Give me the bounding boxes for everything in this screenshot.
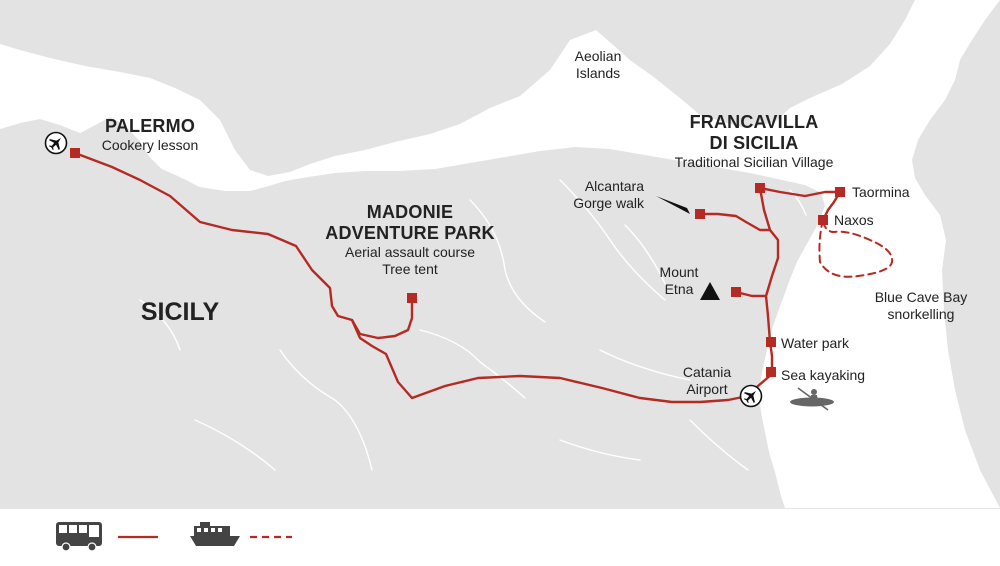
rivers: [139, 179, 807, 471]
label-alcantara: Alcantara Gorge walk: [573, 178, 644, 211]
stop-sea-kayaking: [766, 367, 776, 377]
label-blue-cave-bay: Blue Cave Bay snorkelling: [875, 289, 968, 322]
river: [469, 199, 546, 323]
stop-francavilla: [755, 183, 765, 193]
volcano-icon: [700, 282, 720, 300]
label-line: Airport: [686, 380, 728, 397]
route-francavilla-taormina: [758, 186, 842, 232]
kayak-icon: [790, 387, 834, 411]
label-water-park: Water park: [781, 335, 849, 351]
label-line: snorkelling: [887, 305, 955, 322]
alcantara-pointer: [656, 196, 690, 214]
route-palermo-catania: [73, 151, 750, 404]
stop-alcantara: [695, 209, 705, 219]
label-catania-airport: Catania Airport: [683, 364, 731, 397]
stop-etna: [731, 287, 741, 297]
label-line: Gorge walk: [573, 194, 644, 211]
label-line: Aeolian: [574, 48, 622, 64]
river: [789, 189, 807, 216]
label-line: Etna: [664, 280, 694, 297]
river: [559, 439, 641, 461]
river: [419, 329, 526, 399]
river: [279, 349, 373, 471]
stop-naxos: [818, 215, 828, 225]
palermo-title: PALERMO: [104, 116, 196, 136]
route-etna-spur: [734, 290, 768, 298]
route-stops: [70, 148, 845, 377]
francavilla-subtitle: Traditional Sicilian Village: [674, 154, 834, 171]
river: [689, 419, 749, 471]
label-mount-etna: Mount Etna: [660, 264, 699, 297]
river: [624, 224, 669, 291]
airplane-icon: [739, 384, 763, 408]
label-line: Blue Cave Bay: [874, 289, 968, 305]
airplane-icon: [44, 131, 68, 155]
label-sea-kayaking: Sea kayaking: [781, 367, 866, 383]
stop-madonie: [407, 293, 417, 303]
madonie-activity: Aerial assault course: [345, 244, 475, 261]
label-line: Catania: [682, 364, 732, 380]
aeolian-island: [0, 461, 50, 489]
madonie-title-line: MADONIE: [366, 202, 454, 222]
label-naxos: Naxos: [834, 212, 874, 228]
boat-icon: [190, 522, 240, 546]
label-taormina: Taormina: [852, 184, 910, 200]
river: [559, 179, 666, 301]
label-line: Alcantara: [584, 178, 644, 194]
river: [194, 419, 276, 471]
stop-water-park: [766, 337, 776, 347]
palermo-activity: Cookery lesson: [101, 137, 199, 154]
stop-taormina: [835, 187, 845, 197]
stop-palermo: [70, 148, 80, 158]
route-madonie-spur: [350, 296, 414, 340]
francavilla-title-line: FRANCAVILLA: [689, 112, 819, 132]
bus-icon: [56, 522, 102, 552]
mainland-italy: [0, 0, 915, 176]
label-sicily: SICILY: [140, 298, 220, 326]
madonie-title-line: ADVENTURE PARK: [325, 223, 495, 244]
legend-panel: [0, 508, 1000, 566]
label-palermo: PALERMO Cookery lesson: [102, 116, 199, 154]
route-boat-blue-cave: [818, 219, 894, 278]
label-madonie: MADONIE ADVENTURE PARK Aerial assault co…: [325, 202, 494, 278]
label-line: Mount: [659, 264, 699, 280]
river: [139, 299, 181, 351]
calabria: [912, 0, 1000, 508]
label-aeolian-islands: Aeolian Islands: [575, 48, 622, 81]
madonie-activity: Tree tent: [382, 260, 438, 277]
route-catania-north: [698, 212, 780, 398]
river: [599, 349, 691, 381]
label-francavilla: FRANCAVILLA DI SICILIA Traditional Sicil…: [675, 112, 834, 171]
francavilla-title-line: DI SICILIA: [709, 133, 799, 154]
label-line: Islands: [575, 64, 621, 81]
